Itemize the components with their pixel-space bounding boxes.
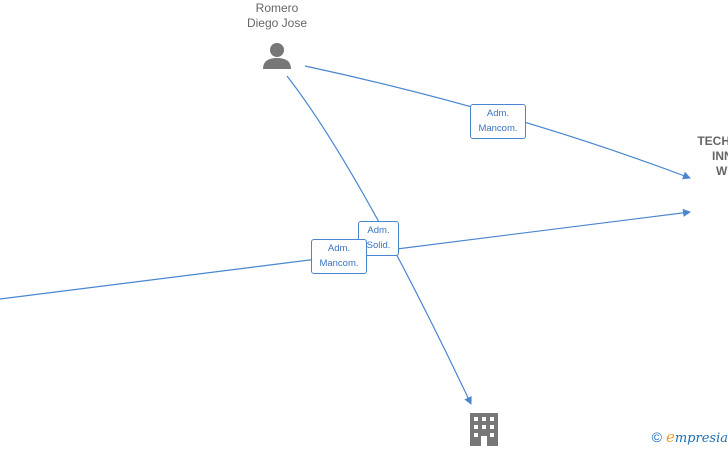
building-icon[interactable] xyxy=(470,413,498,446)
edge-label-adm-mancom-left[interactable]: Adm. Mancom. xyxy=(311,239,367,274)
edge-label-line1: Adm. xyxy=(367,225,390,236)
person-name-label[interactable]: Romero Diego Jose xyxy=(237,1,317,31)
edge-label-line1: Adm. xyxy=(486,108,510,119)
edge-person-to-company-bottom xyxy=(286,75,472,405)
company-right-line2: INNO xyxy=(712,149,728,163)
copyright-symbol: © xyxy=(651,429,662,445)
empresia-watermark: ©empresia xyxy=(652,428,728,446)
brand-name: mpresia xyxy=(674,431,728,446)
person-icon[interactable] xyxy=(263,43,291,69)
edge-label-line2: Mancom. xyxy=(319,258,359,269)
edge-label-line2: Mancom. xyxy=(478,123,518,134)
person-name-line2: Diego Jose xyxy=(246,16,308,30)
edge-label-adm-mancom-top[interactable]: Adm. Mancom. xyxy=(470,104,526,139)
edge-label-line2: Solid. xyxy=(366,240,391,251)
company-right-line3: WIT xyxy=(716,164,728,178)
edge-label-line1: Adm. xyxy=(327,243,351,254)
company-right-line1: TECHN xyxy=(697,134,728,148)
company-right-label[interactable]: TECHN INNO WIT xyxy=(688,134,728,179)
brand-initial: e xyxy=(665,428,675,446)
person-name-line1: Romero xyxy=(255,1,299,15)
